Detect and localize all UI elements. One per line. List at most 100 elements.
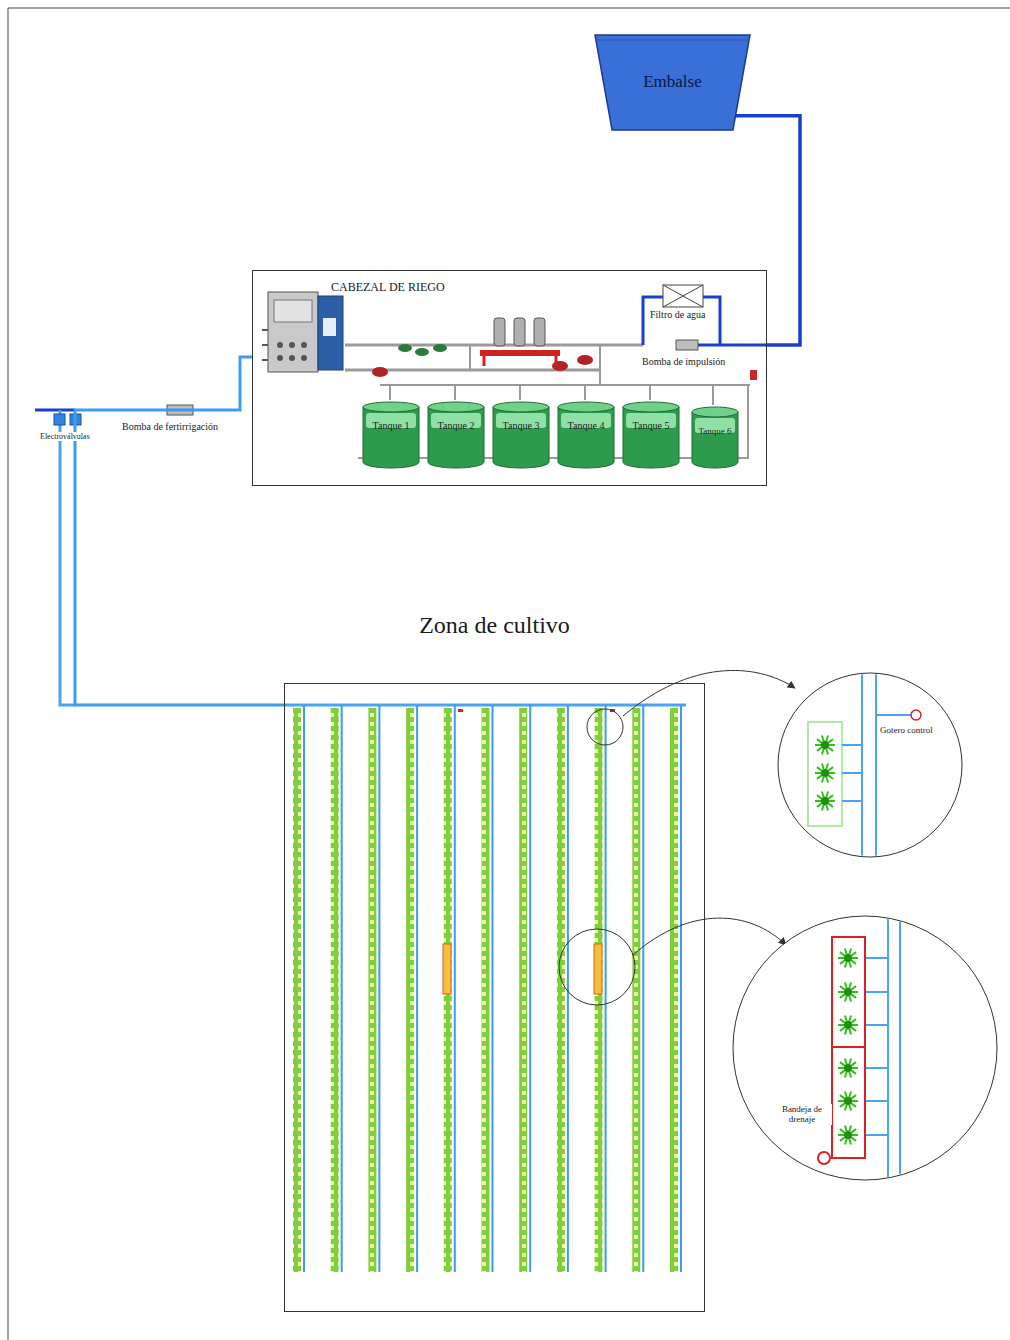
control-panel <box>277 342 283 348</box>
tank-shape <box>427 401 485 468</box>
plant-icon <box>844 954 852 962</box>
detail-label: Bandeja de drenaje <box>772 1104 832 1125</box>
control-panel <box>277 355 283 361</box>
plant-icon <box>838 1015 858 1034</box>
pipe-connector <box>736 116 800 345</box>
plant-row <box>482 708 490 1272</box>
plant-row <box>557 708 565 1272</box>
detail-circle-dripper <box>778 673 962 857</box>
plant-icon <box>838 1125 858 1144</box>
control-panel <box>268 292 318 372</box>
valves <box>372 367 388 377</box>
drain-trays <box>443 944 451 994</box>
detail-circle-drain <box>832 910 900 1185</box>
tank-shape <box>623 402 679 412</box>
drain-trays <box>443 944 602 994</box>
drip-lateral <box>454 705 456 1272</box>
drip-lateral <box>529 705 531 1272</box>
plant-icon <box>815 763 835 782</box>
plant-row <box>444 708 452 1272</box>
plant-icon <box>844 988 852 996</box>
control-panel <box>289 342 295 348</box>
valves <box>750 370 757 380</box>
tank-shape <box>623 407 679 468</box>
control-panel <box>301 342 307 348</box>
solenoid-valves <box>54 414 81 425</box>
solenoid-valves <box>54 414 65 425</box>
callout-markers <box>587 709 623 745</box>
text-holder: Tanque 3 <box>492 401 550 468</box>
drain-trays <box>594 944 602 994</box>
tank-shape <box>558 407 614 468</box>
callout-markers <box>559 929 635 1005</box>
plant-icon <box>838 1091 858 1110</box>
text-holder: Tanque 6 <box>691 406 739 468</box>
head-pipes <box>390 385 713 405</box>
drip-lateral <box>567 705 569 1272</box>
component-label: Bomba de fertirrigación <box>120 421 220 433</box>
plant-icon <box>815 735 835 754</box>
text-holder: Embalse <box>595 35 750 130</box>
page-frame <box>8 8 1010 1340</box>
plant-row <box>595 708 603 1272</box>
water-filter <box>663 285 703 307</box>
valves <box>398 344 412 352</box>
control-panel <box>301 355 307 361</box>
zone-title: Zona de cultivo <box>419 612 570 638</box>
irrigation-head: CABEZAL DE RIEGO Tanque 1 Tanque 2Tanque 3… <box>252 270 767 486</box>
detail-circle-drain <box>832 1047 865 1158</box>
tank-label: Tanque 1 <box>373 420 410 431</box>
head-pipes <box>380 384 750 386</box>
control-panel <box>289 355 295 361</box>
detail-label: Gotero control <box>878 725 935 735</box>
plant-icon <box>844 1064 852 1072</box>
disc-filters <box>484 356 556 366</box>
tank-shape <box>622 401 680 468</box>
drip-lateral <box>680 705 682 1272</box>
supply-pipes <box>60 410 75 705</box>
valves <box>433 344 447 352</box>
drip-lateral <box>642 705 644 1272</box>
control-panel <box>323 318 336 336</box>
drip-lateral <box>492 705 494 1272</box>
plant-icon <box>838 982 858 1001</box>
pressure-pump <box>676 340 698 350</box>
plant-icon <box>815 791 835 810</box>
drip-lateral <box>378 705 380 1272</box>
text-holder: Tanque 5 <box>622 401 680 468</box>
page-frame <box>8 8 1010 1340</box>
disc-filters <box>534 318 545 346</box>
callout-markers <box>559 670 795 1005</box>
drip-lateral <box>303 705 305 1272</box>
drip-lateral <box>341 705 343 1272</box>
detail-circle-dripper <box>862 660 876 870</box>
tank-shape <box>493 407 549 468</box>
tank-shape <box>428 407 484 468</box>
control-panel <box>262 330 268 360</box>
node-label: CABEZAL DE RIEGO <box>331 281 445 294</box>
control-drippers <box>458 709 463 712</box>
detail-circle-drain <box>818 1152 830 1164</box>
plant-row <box>293 708 301 1272</box>
text-holder: Tanque 2 <box>427 401 485 468</box>
crop-zone: Zona de cultivo <box>284 683 705 1312</box>
control-panel <box>318 296 343 370</box>
disc-filters <box>480 350 560 356</box>
detail-circle-dripper <box>808 660 921 870</box>
reservoir-shape <box>595 40 750 41</box>
disc-filters <box>494 318 505 346</box>
plant-icon <box>838 948 858 1144</box>
valves <box>577 355 593 365</box>
valves <box>415 348 429 356</box>
node-label: Embalse <box>643 73 702 92</box>
valves <box>552 361 568 371</box>
plant-row <box>331 708 339 1272</box>
water-filter <box>663 285 703 307</box>
water-filter <box>663 285 703 307</box>
callout-markers <box>623 670 795 716</box>
tank-label: Tanque 4 <box>568 420 605 431</box>
